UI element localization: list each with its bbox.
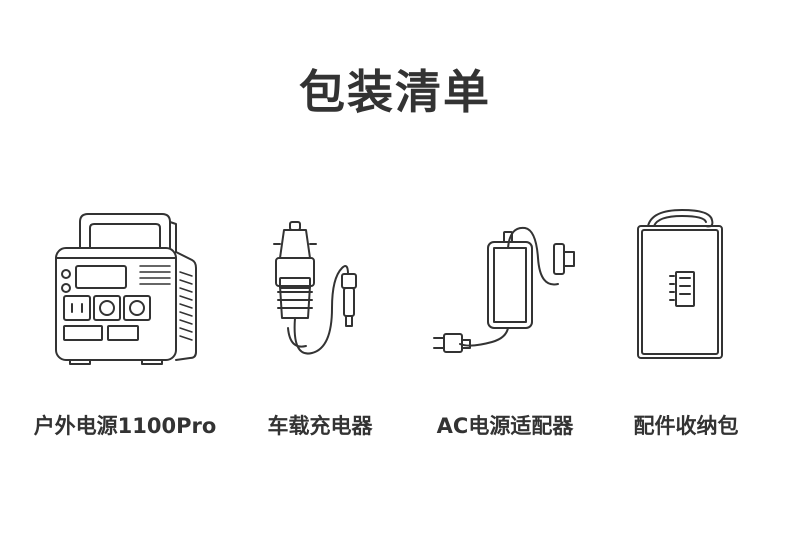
- page-title: 包装清单: [299, 65, 491, 119]
- item-label-ac-adapter: AC电源适配器: [436, 414, 574, 438]
- item-label-storage-bag: 配件收纳包: [633, 414, 739, 438]
- storage-bag-icon: [632, 204, 732, 364]
- item-label-power-station: 户外电源1100Pro: [33, 414, 217, 438]
- car-charger-icon: [262, 218, 372, 368]
- ac-adapter-icon: [430, 218, 580, 368]
- power-station-icon: [50, 208, 200, 368]
- item-label-car-charger: 车载充电器: [267, 414, 373, 438]
